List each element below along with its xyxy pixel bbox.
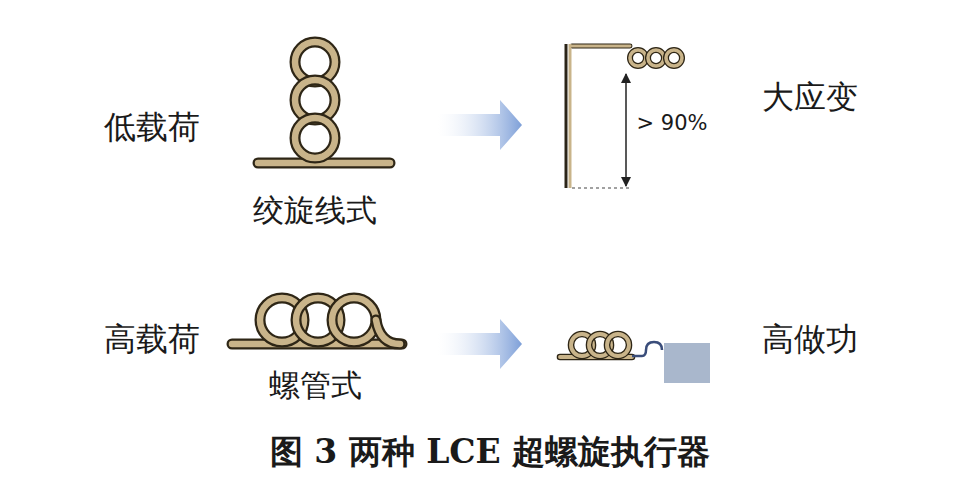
- weight: [664, 343, 710, 383]
- type-label: 螺管式: [269, 368, 362, 402]
- wall: [565, 44, 568, 188]
- rope-outline: [376, 320, 400, 344]
- load-label: 低载荷: [104, 110, 200, 145]
- rope-fiber: [648, 50, 664, 66]
- rope-outline: [607, 334, 629, 356]
- rope-outline: [648, 50, 664, 66]
- baseline: [572, 187, 632, 188]
- rope-fiber: [376, 320, 400, 344]
- rope-outline: [332, 298, 376, 342]
- result-label: 高做功: [762, 322, 858, 357]
- rope-outline: [295, 118, 335, 158]
- process-arrow: [438, 100, 522, 150]
- rope-fiber: [295, 118, 335, 158]
- hook: [632, 342, 662, 356]
- dimension-label: > 90%: [635, 112, 710, 135]
- wall: [569, 44, 572, 188]
- load-label: 高载荷: [104, 322, 200, 357]
- rope-fiber: [666, 50, 682, 66]
- figure-caption: 图 3 两种 LCE 超螺旋执行器: [270, 434, 711, 470]
- rope-fiber: [572, 45, 630, 48]
- rope-fiber: [630, 50, 646, 66]
- rope-fiber: [607, 334, 629, 356]
- process-arrow: [438, 319, 522, 369]
- rope-fiber: [332, 298, 376, 342]
- rope-outline: [572, 44, 630, 49]
- rope-outline: [666, 50, 682, 66]
- type-label: 绞旋线式: [253, 193, 377, 227]
- dimension-arrow: [625, 74, 627, 186]
- rope-outline: [630, 50, 646, 66]
- result-label: 大应变: [762, 80, 858, 115]
